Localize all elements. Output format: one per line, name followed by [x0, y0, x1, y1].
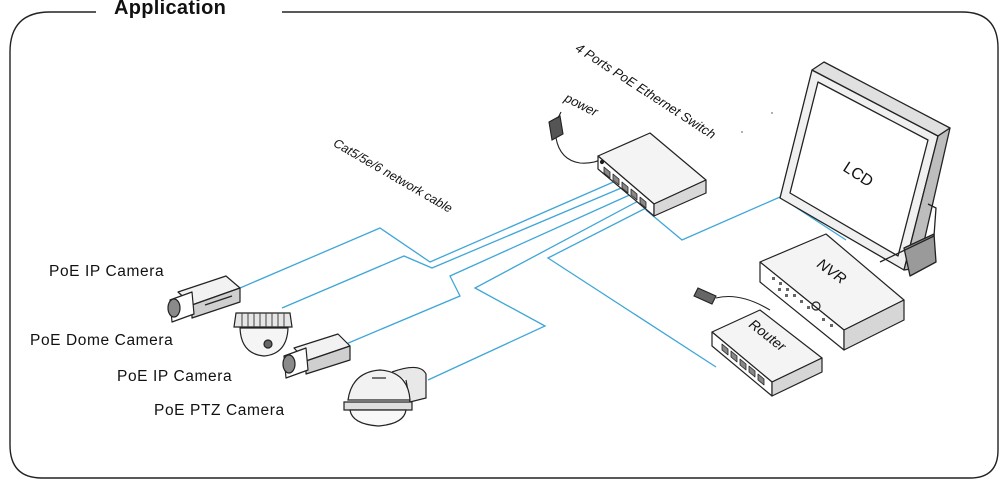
ptz-camera: [343, 366, 427, 427]
cable-switch-nvr: [645, 196, 847, 241]
lcd-monitor: [779, 61, 951, 277]
cable-dome-camera: [281, 185, 627, 309]
dome-camera: [233, 312, 293, 357]
cable-ip-camera-1: [239, 179, 619, 289]
router: [711, 309, 823, 397]
ip-camera-1: [167, 275, 241, 323]
poe-switch: [597, 132, 707, 217]
speck: [771, 112, 773, 114]
camera-label-ip-1: PoE IP Camera: [49, 263, 165, 280]
power-adapter: [548, 111, 605, 164]
frame-border: [9, 11, 999, 479]
camera-label-ptz: PoE PTZ Camera: [154, 402, 285, 419]
nvr-recorder: [759, 233, 905, 351]
network-cables: [239, 179, 847, 381]
camera-label-ip-2: PoE IP Camera: [117, 368, 233, 385]
section-title: Application: [104, 0, 237, 20]
cable-ip-camera-2: [345, 192, 635, 345]
camera-label-dome: PoE Dome Camera: [30, 332, 174, 349]
cable-switch-router: [546, 205, 717, 368]
ip-camera-2: [282, 333, 351, 379]
router-power-plug: [693, 287, 771, 311]
cable-ptz-camera: [427, 198, 643, 381]
speck: [741, 131, 743, 133]
